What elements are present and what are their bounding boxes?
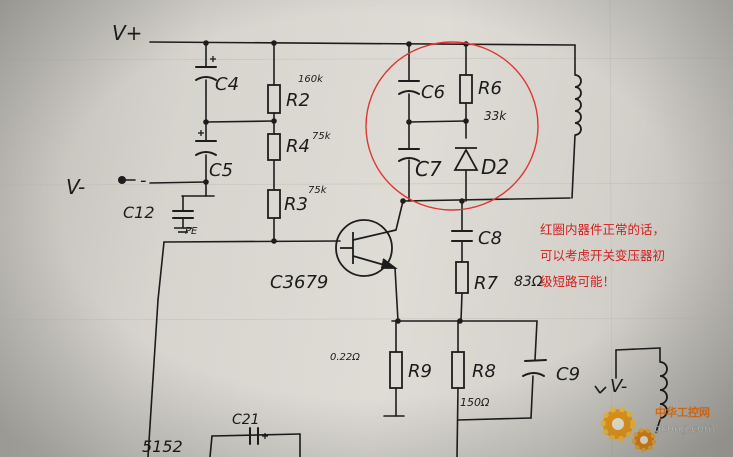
- r6-label: R6: [478, 78, 502, 99]
- watermark-url: gkong.com: [654, 422, 715, 435]
- r8-label: R8: [472, 361, 496, 382]
- capacitor-c12: [172, 210, 194, 219]
- minus-sign: -: [140, 170, 147, 191]
- r2-value: 160k: [298, 74, 324, 85]
- c9-label: C9: [556, 364, 580, 385]
- diode-d2: [453, 147, 479, 171]
- capacitor-c8: [451, 230, 473, 242]
- capacitor-c21: [249, 427, 259, 445]
- resistor-r4: [267, 133, 281, 161]
- r3-label: R3: [284, 194, 308, 215]
- resistor-r8: [451, 351, 465, 389]
- bottom-left-label: 5152: [142, 437, 183, 456]
- r9-label: R9: [408, 361, 432, 382]
- c12-label: C12: [123, 203, 155, 222]
- vminus-small-label: V-: [610, 376, 627, 397]
- c8-label: C8: [478, 228, 502, 249]
- annotation-line-2: 可以考虑开关变压器初: [540, 248, 665, 263]
- annotation-line-3: 级短路可能！: [540, 274, 615, 289]
- vplus-label: V+: [112, 21, 142, 45]
- c6-label: C6: [421, 82, 445, 103]
- red-annotation: 红圈内器件正常的话， 可以考虑开关变压器初 级短路可能！: [540, 222, 665, 289]
- resistor-r2: [267, 84, 281, 114]
- transistor-label: C3679: [270, 272, 328, 293]
- watermark: 中华工控网 gkong.com: [600, 405, 715, 452]
- capacitor-c5: [195, 140, 217, 156]
- r9-value: 0.22Ω: [330, 352, 360, 363]
- r4-value: 75k: [312, 131, 332, 142]
- r4-label: R4: [286, 136, 310, 157]
- annotation-line-1: 红圈内器件正常的话，: [540, 222, 665, 237]
- capacitor-c9: [522, 359, 547, 377]
- vminus-label: V-: [66, 175, 85, 199]
- gear-logo-icon: [600, 406, 636, 442]
- gear-logo-small-icon: [632, 428, 656, 452]
- transistor-c3679: [335, 219, 398, 277]
- capacitor-c6: [398, 80, 420, 95]
- d2-label: D2: [481, 155, 509, 179]
- capacitor-c4: [195, 66, 217, 81]
- labels: V+ V- - C4 C5 C12 PE R2 160k R4 75k R3 7…: [66, 21, 627, 456]
- r2-label: R2: [286, 90, 310, 111]
- resistor-r6: [459, 74, 473, 104]
- r3-value: 75k: [308, 185, 328, 196]
- c21-label: C21: [232, 412, 260, 428]
- r7-label: R7: [474, 273, 499, 294]
- transformer-primary-coil: [574, 74, 582, 136]
- capacitors: [172, 66, 547, 445]
- c7-label: C7: [415, 157, 442, 181]
- r8-value: 150Ω: [460, 396, 490, 409]
- resistor-r7: [455, 261, 469, 294]
- c5-label: C5: [209, 160, 233, 181]
- c4-label: C4: [215, 74, 239, 95]
- resistor-r3: [267, 189, 281, 219]
- red-circle-highlight: [365, 41, 539, 211]
- c12-note: PE: [185, 226, 198, 237]
- polarity-marks: [198, 56, 268, 439]
- r6-value: 33k: [484, 109, 507, 123]
- r7-value: 83Ω: [514, 274, 543, 290]
- watermark-name: 中华工控网: [655, 405, 710, 419]
- vminus-arrow: [594, 385, 607, 394]
- resistor-r9: [389, 351, 403, 389]
